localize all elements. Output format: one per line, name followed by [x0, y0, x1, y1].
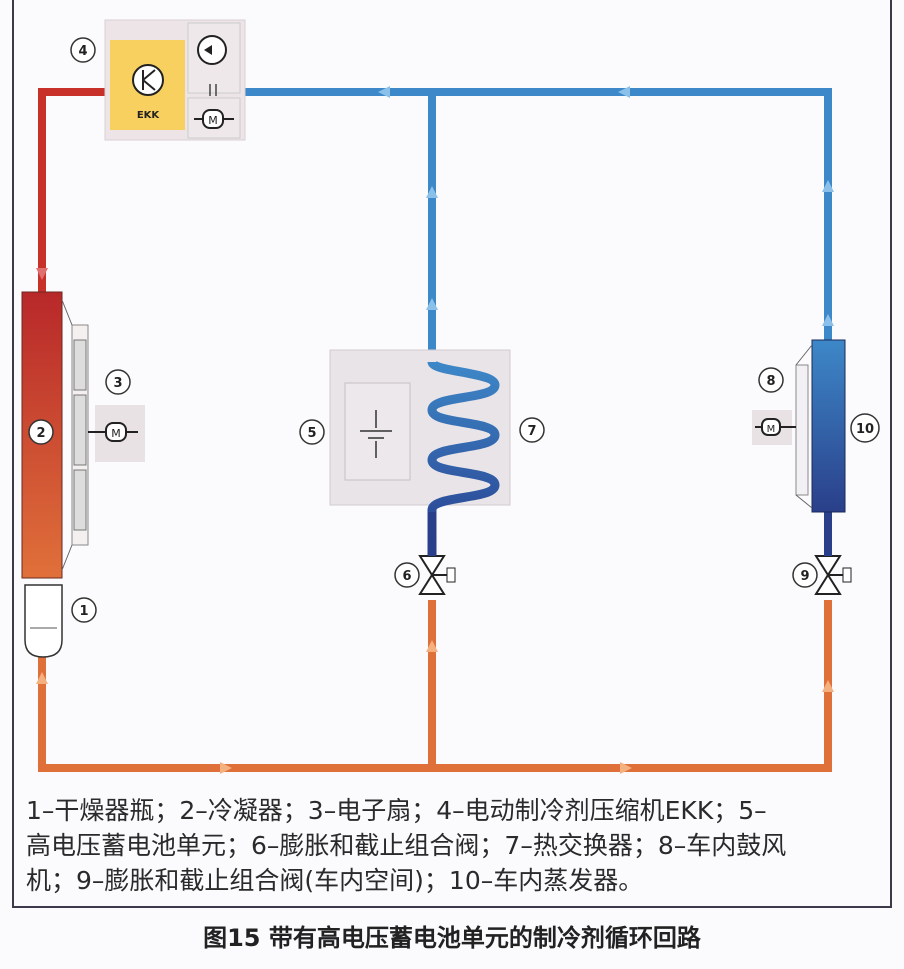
callout-5: 5	[307, 426, 316, 441]
legend-line: 1–干燥器瓶；2–冷凝器；3–电子扇；4–电动制冷剂压缩机EKK；5–	[26, 796, 767, 825]
callout-9: 9	[800, 569, 809, 584]
legend-line: 机；9–膨胀和截止组合阀(车内空间)；10–车内蒸发器。	[26, 866, 644, 895]
legend: 1–干燥器瓶；2–冷凝器；3–电子扇；4–电动制冷剂压缩机EKK；5– 高电压蓄…	[26, 793, 886, 898]
evaporator	[811, 339, 846, 513]
callout-3: 3	[113, 376, 122, 391]
legend-line: 高电压蓄电池单元；6–膨胀和截止组合阀；7–热交换器；8–车内鼓风	[26, 831, 787, 860]
electric-fan: M	[61, 299, 145, 571]
flow-arrows-orange	[36, 640, 834, 774]
svg-text:M: M	[111, 427, 121, 440]
liquid-pipe	[38, 600, 832, 772]
battery-symbol	[360, 410, 392, 458]
hot-pipe	[38, 88, 108, 292]
callout-labels	[28, 37, 880, 623]
callout-1: 1	[79, 604, 88, 619]
heat-exchanger-unit	[329, 349, 511, 560]
callout-6: 6	[402, 569, 411, 584]
figure-caption: 图15 带有高电压蓄电池单元的制冷剂循环回路	[203, 924, 701, 952]
flow-arrow	[36, 268, 48, 280]
svg-text:EKK: EKK	[137, 110, 161, 121]
figure-frame	[12, 0, 892, 908]
cold-pipe	[245, 88, 832, 362]
expansion-shutoff-valve-9	[814, 512, 852, 595]
svg-text:M: M	[767, 424, 776, 435]
callout-8: 8	[766, 374, 775, 389]
expansion-shutoff-valve-6	[418, 512, 456, 595]
interior-blower: M	[752, 344, 813, 509]
callout-2: 2	[36, 426, 45, 441]
callout-7: 7	[527, 424, 536, 439]
electric-compressor-ekk: EKK M	[104, 19, 246, 141]
callout-10: 10	[856, 422, 874, 437]
flow-arrows-blue	[378, 86, 834, 326]
dryer-bottle	[24, 584, 63, 658]
callout-4: 4	[78, 44, 87, 59]
svg-text:M: M	[208, 114, 218, 127]
